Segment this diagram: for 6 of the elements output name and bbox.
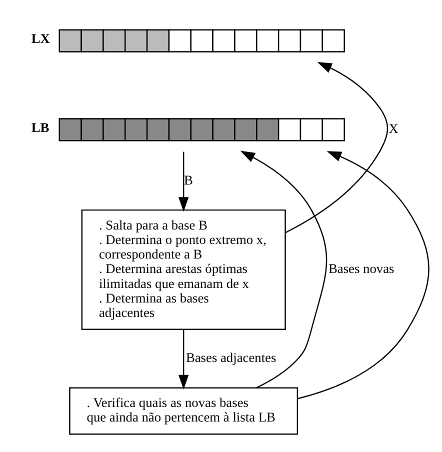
- edge-label: X: [388, 120, 398, 136]
- node-label: LB: [31, 119, 50, 134]
- edge-label: B: [184, 172, 193, 187]
- node-text: LX: [31, 30, 50, 46]
- edge-label: Bases adjacentes: [186, 350, 276, 365]
- edge-label: Bases novas: [328, 260, 394, 276]
